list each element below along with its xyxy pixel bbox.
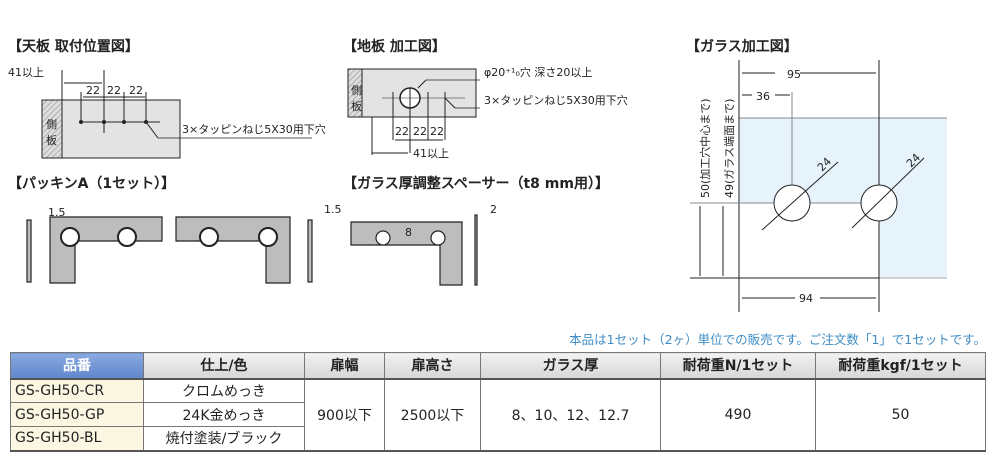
top-plate-min: 41以上 bbox=[8, 66, 44, 79]
screw-note: 3×タッピンねじ5X30用下穴 bbox=[182, 122, 326, 136]
heading-packing: 【パッキンA（1セット）】 bbox=[8, 176, 175, 192]
top-plate-diagram bbox=[41, 70, 312, 159]
header-glass-thickness: ガラス厚 bbox=[480, 352, 661, 380]
finish: 24K金めっき bbox=[143, 402, 305, 427]
header-load-n: 耐荷重N/1セット bbox=[660, 352, 816, 380]
spec-table: 品番 仕上/色 扉幅 扉高さ ガラス厚 耐荷重N/1セット 耐荷重kgf/1セッ… bbox=[10, 352, 986, 452]
dim-22: 22 bbox=[395, 125, 409, 138]
diagrams: 【天板 取付位置図】 【地板 加工図】 【ガラス加工図】 【パッキンA（1セット… bbox=[8, 38, 947, 312]
door-height: 2500以下 bbox=[384, 378, 481, 451]
side-label: 側 bbox=[46, 118, 57, 131]
dim-thickness: 1.5 bbox=[324, 203, 342, 216]
table-header: 品番 仕上/色 扉幅 扉高さ ガラス厚 耐荷重N/1セット 耐荷重kgf/1セッ… bbox=[10, 352, 986, 380]
header-door-width: 扉幅 bbox=[304, 352, 385, 380]
side-label: 側 bbox=[351, 84, 362, 97]
finish: 焼付塗装/ブラック bbox=[143, 426, 305, 451]
floor-plate-diagram bbox=[347, 68, 480, 155]
heading-glass: 【ガラス加工図】 bbox=[686, 39, 798, 55]
part-number: GS-GH50-BL bbox=[10, 426, 144, 451]
dim-49: 49(ガラス端面まで) bbox=[723, 99, 736, 198]
header-load-kgf: 耐荷重kgf/1セット bbox=[815, 352, 986, 380]
dim-22: 22 bbox=[430, 125, 444, 138]
floor-plate-min: 41以上 bbox=[413, 147, 449, 160]
door-width: 900以下 bbox=[304, 378, 385, 451]
table-row: GS-GH50-BL 焼付塗装/ブラック bbox=[10, 426, 986, 451]
packing-diagram bbox=[26, 214, 478, 286]
dim-36: 36 bbox=[756, 90, 770, 103]
glass-thickness: 8、10、12、12.7 bbox=[480, 378, 661, 451]
screw-note: 3×タッピンねじ5X30用下穴 bbox=[484, 93, 628, 107]
load-kgf: 50 bbox=[815, 378, 986, 451]
spacer-label: 8 bbox=[405, 226, 412, 239]
sales-note: 本品は1セット（2ヶ）単位での販売です。ご注文数「1」で1セットです。 bbox=[569, 332, 986, 347]
header-door-height: 扉高さ bbox=[384, 352, 481, 380]
heading-spacer: 【ガラス厚調整スペーサー（t8 mm用）】 bbox=[343, 175, 609, 192]
load-n: 490 bbox=[660, 378, 816, 451]
heading-floor-plate: 【地板 加工図】 bbox=[343, 38, 446, 55]
dim-22: 22 bbox=[129, 84, 143, 97]
header-finish: 仕上/色 bbox=[143, 352, 305, 380]
part-number: GS-GH50-GP bbox=[10, 402, 144, 427]
header-part-number: 品番 bbox=[10, 352, 144, 380]
finish: クロムめっき bbox=[143, 378, 305, 403]
part-number: GS-GH50-CR bbox=[10, 378, 144, 403]
glass-diagram bbox=[690, 60, 947, 312]
side-label: 板 bbox=[351, 99, 362, 113]
dim-thickness: 2 bbox=[490, 203, 497, 216]
table-row: GS-GH50-CR クロムめっき 900以下 2500以下 8、10、12、1… bbox=[10, 378, 986, 451]
dim-22: 22 bbox=[413, 125, 427, 138]
hole-note: φ20⁺¹₀穴 深さ20以上 bbox=[484, 65, 592, 79]
dim-22: 22 bbox=[86, 84, 100, 97]
dim-95: 95 bbox=[787, 68, 801, 81]
dim-22: 22 bbox=[107, 84, 121, 97]
side-label: 板 bbox=[46, 133, 57, 147]
dim-50: 50(加工穴中心まで) bbox=[698, 98, 712, 198]
dim-thickness: 1.5 bbox=[48, 206, 66, 219]
dim-94: 94 bbox=[799, 292, 813, 305]
heading-top-plate: 【天板 取付位置図】 bbox=[8, 38, 139, 55]
